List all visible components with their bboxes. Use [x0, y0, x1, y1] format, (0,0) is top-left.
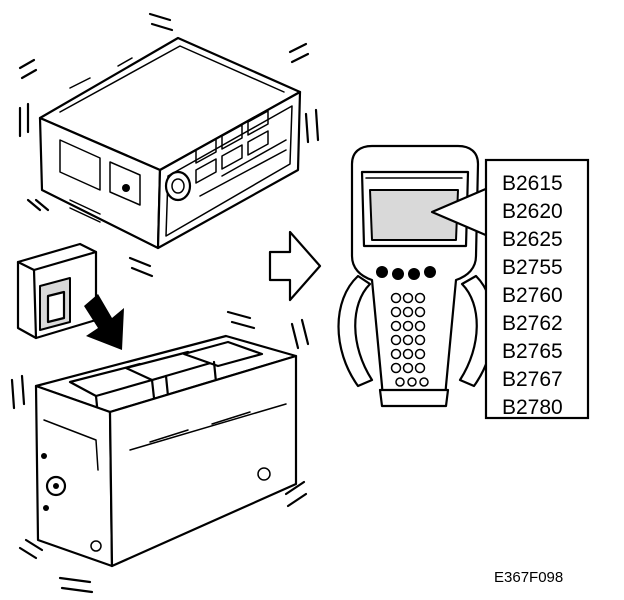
cd-changer-module-icon	[10, 310, 310, 594]
figure-id: E367F098	[494, 569, 563, 586]
dtc-code-6: B2762	[502, 312, 563, 335]
scan-tool-icon	[337, 144, 495, 408]
dtc-code-9: B2780	[502, 396, 563, 419]
solid-insert-arrow-icon	[84, 294, 124, 350]
dtc-code-8: B2767	[502, 368, 563, 391]
dtc-code-3: B2625	[502, 228, 563, 251]
dtc-code-2: B2620	[502, 200, 563, 223]
hollow-right-arrow-icon	[268, 230, 322, 302]
radio-head-unit-icon	[18, 12, 320, 278]
dtc-code-list: B2615 B2620 B2625 B2755 B2760 B2762 B276…	[484, 158, 590, 420]
dtc-code-7: B2765	[502, 340, 563, 363]
dtc-code-4: B2755	[502, 256, 563, 279]
dtc-code-1: B2615	[502, 172, 563, 195]
amplifier-module-icon	[16, 242, 98, 340]
dtc-code-5: B2760	[502, 284, 563, 307]
